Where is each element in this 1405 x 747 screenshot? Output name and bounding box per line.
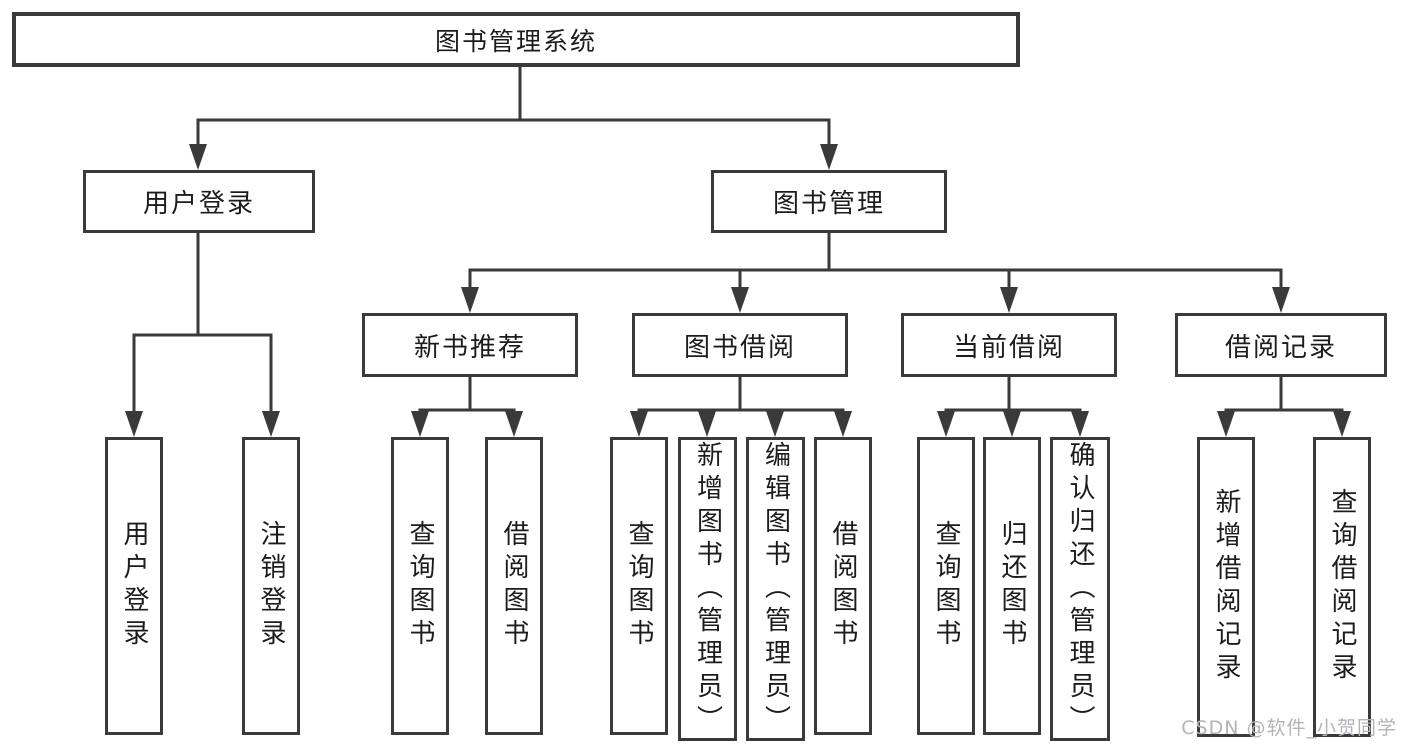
node-leaf-br-query-record-label: 查询借阅记录 <box>1327 488 1357 686</box>
edge-root-to-level2 <box>189 64 838 170</box>
node-leaf-cb-query-book-label: 查询图书 <box>931 520 961 652</box>
node-leaf-rec-query-book: 查询图书 <box>391 437 449 735</box>
node-new-book-rec-label: 新书推荐 <box>413 332 526 363</box>
node-leaf-rec-borrow-book-label: 借阅图书 <box>499 520 529 652</box>
node-book-borrow: 图书借阅 <box>632 313 848 377</box>
node-leaf-br-add-record: 新增借阅记录 <box>1197 437 1255 737</box>
edge-borrow-records-children <box>1217 375 1351 437</box>
node-book-borrow-label: 图书借阅 <box>683 332 796 363</box>
node-borrow-records-label: 借阅记录 <box>1224 332 1337 363</box>
node-current-borrow-label: 当前借阅 <box>952 332 1065 363</box>
node-book-mgmt-label: 图书管理 <box>772 189 885 219</box>
node-leaf-bb-edit-book: 编辑图书（管理员） <box>746 437 805 741</box>
edge-new-book-rec-children <box>411 375 523 437</box>
node-borrow-records: 借阅记录 <box>1175 313 1387 377</box>
node-user-login: 用户登录 <box>83 170 315 233</box>
edge-book-mgmt-children <box>461 231 1290 313</box>
node-leaf-bb-add-book: 新增图书（管理员） <box>678 437 737 741</box>
node-root-label: 图书管理系统 <box>434 26 597 56</box>
node-leaf-rec-borrow-book: 借阅图书 <box>485 437 543 735</box>
watermark-text: CSDN @软件_小贺同学 <box>1181 717 1397 739</box>
edge-book-borrow-children <box>630 375 852 437</box>
node-leaf-user-login-label: 用户登录 <box>119 520 149 652</box>
node-leaf-cb-query-book: 查询图书 <box>917 437 975 735</box>
edge-user-login-children <box>125 231 280 437</box>
node-leaf-cb-return-book-label: 归还图书 <box>997 520 1027 652</box>
node-leaf-bb-query-book: 查询图书 <box>610 437 668 735</box>
node-leaf-cb-return-book: 归还图书 <box>983 437 1041 735</box>
node-root: 图书管理系统 <box>12 12 1020 67</box>
node-leaf-bb-query-book-label: 查询图书 <box>624 520 654 652</box>
node-leaf-bb-borrow-book-label: 借阅图书 <box>828 520 858 652</box>
node-leaf-logout: 注销登录 <box>242 437 300 735</box>
node-leaf-rec-query-book-label: 查询图书 <box>405 520 435 652</box>
node-current-borrow: 当前借阅 <box>901 313 1117 377</box>
edge-current-borrow-children <box>937 375 1089 437</box>
node-book-mgmt: 图书管理 <box>711 170 947 233</box>
node-leaf-br-query-record: 查询借阅记录 <box>1313 437 1371 737</box>
node-leaf-bb-borrow-book: 借阅图书 <box>814 437 872 735</box>
node-user-login-label: 用户登录 <box>142 189 255 219</box>
node-leaf-user-login: 用户登录 <box>105 437 163 735</box>
node-leaf-cb-confirm-return: 确认归还（管理员） <box>1050 437 1110 741</box>
node-new-book-rec: 新书推荐 <box>362 313 578 377</box>
node-leaf-bb-edit-book-label: 编辑图书（管理员） <box>760 440 791 738</box>
node-leaf-bb-add-book-label: 新增图书（管理员） <box>692 440 723 738</box>
node-leaf-logout-label: 注销登录 <box>256 520 286 652</box>
node-leaf-cb-confirm-return-label: 确认归还（管理员） <box>1065 440 1095 738</box>
node-leaf-br-add-record-label: 新增借阅记录 <box>1211 488 1241 686</box>
